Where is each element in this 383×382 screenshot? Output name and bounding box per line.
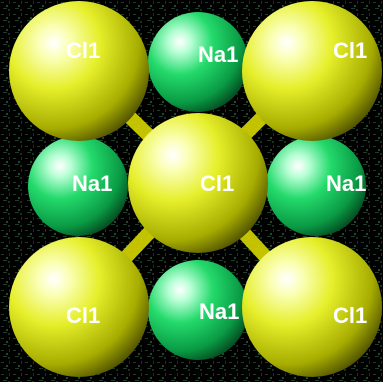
atom-label: Na1 (199, 299, 239, 324)
chlorine-atom-top-right (242, 1, 382, 141)
atom-label: Cl1 (66, 38, 100, 63)
atom-label: Na1 (198, 42, 238, 67)
atom-label: Cl1 (200, 171, 234, 196)
sodium-atom-left (28, 136, 128, 236)
atom-label: Cl1 (333, 303, 367, 328)
atom-label: Cl1 (66, 303, 100, 328)
atom-label: Na1 (72, 171, 112, 196)
chlorine-atom-bottom-right (242, 237, 382, 377)
chlorine-atom-bottom-left (9, 237, 149, 377)
atom-label: Na1 (326, 171, 366, 196)
chlorine-atom-top-left (9, 1, 149, 141)
sodium-atom-right (266, 136, 366, 236)
atoms (9, 1, 382, 377)
atom-label: Cl1 (333, 38, 367, 63)
atom-labels: Cl1 Na1 Cl1 Na1 Cl1 Na1 Cl1 Na1 Cl1 (66, 38, 367, 328)
sodium-atom-top (148, 12, 248, 112)
sodium-atom-bottom (148, 260, 248, 360)
chlorine-atom-center (128, 113, 268, 253)
